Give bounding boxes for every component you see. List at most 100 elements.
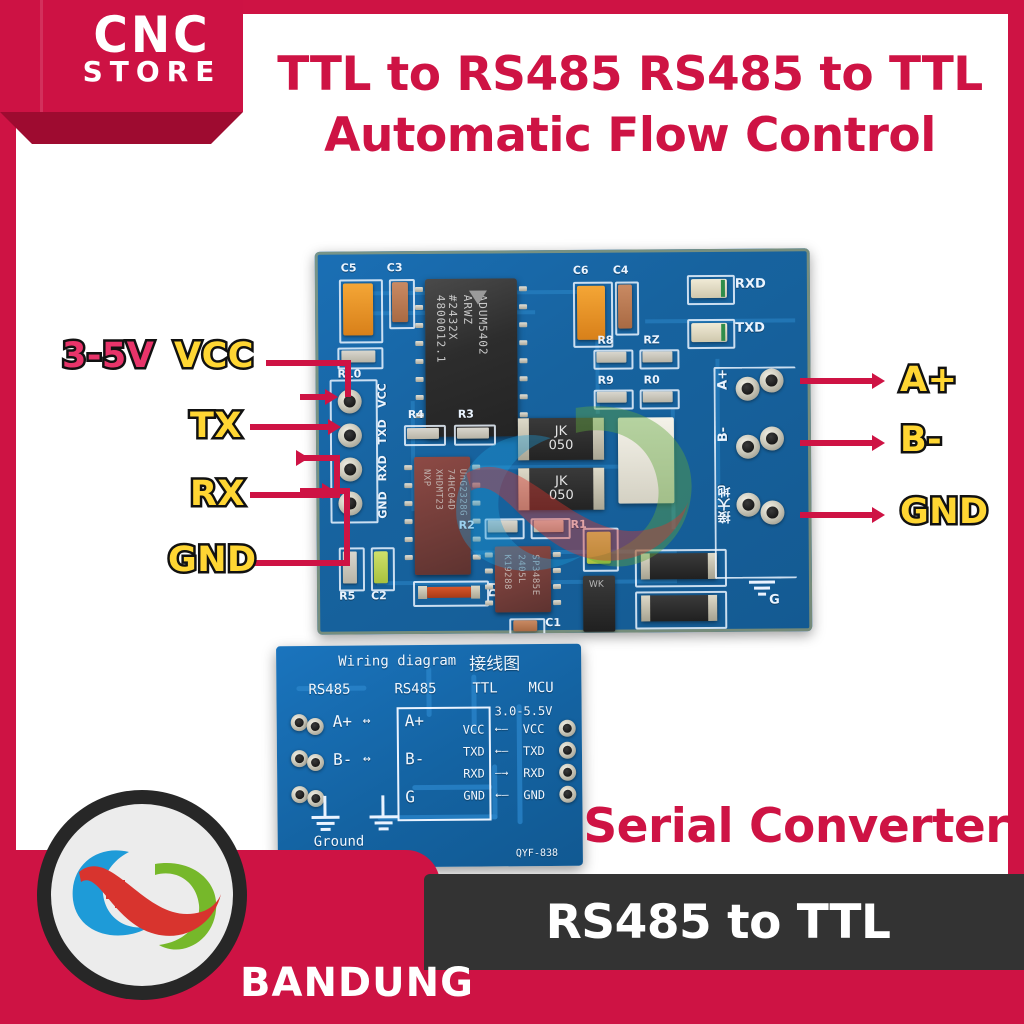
store-city-label: BANDUNG (240, 960, 474, 1006)
silk-r5: R5 (339, 589, 356, 603)
transil-wk-mid (640, 552, 717, 580)
headline-line-1: TTL to RS485 RS485 to TTL (277, 47, 983, 102)
store-logo: CNC STORE (72, 6, 232, 85)
ic-marking-line-4: 4800012.1 (433, 294, 448, 364)
frame-right-border (1008, 0, 1024, 1024)
callout-gnd-right: GND (898, 490, 991, 535)
led-rxd (690, 278, 728, 299)
wd-left-a-plus: A+ (332, 711, 353, 731)
wd-mcu-txd: TXD (522, 743, 545, 759)
silk-rz: RZ (643, 333, 660, 347)
transil-wk-bottom (641, 594, 718, 622)
silk-r4: R4 (407, 407, 424, 422)
store-banner (0, 0, 243, 112)
pad-b-minus (759, 426, 785, 451)
transceiver-line-2: 2405L (515, 554, 526, 584)
silk-txd: TXD (375, 419, 390, 445)
silk-a-plus: A+ (715, 368, 731, 390)
callout-voltage-3-5v: 3-5V (59, 334, 156, 379)
product-headline: TTL to RS485 RS485 to TTL Automatic Flow… (250, 44, 1010, 166)
footer-caption: Serial Converter (583, 799, 1008, 854)
capacitor-c3 (391, 282, 409, 323)
silk-wk-left: WK (588, 579, 604, 590)
wd-col-rs485-box: RS485 (394, 680, 437, 698)
logic-ic-74hc04d: 74HC04D NXP XHDMT23 UnG2328G (414, 456, 471, 576)
fuse-jk050-bottom: JK 050 (518, 467, 605, 511)
logic-ic-line-4: UnG2328G (457, 468, 468, 517)
pad-rxd (338, 457, 363, 482)
headline-line-2: Automatic Flow Control (324, 108, 936, 164)
callout-b-minus: B- (897, 418, 944, 463)
footer-product-name: RS485 to TTL (545, 894, 891, 950)
capacitor-c5 (342, 283, 374, 336)
silk-vcc: VCC (375, 383, 389, 408)
capacitor-c6 (576, 285, 606, 340)
led-txd (691, 322, 728, 343)
brand-logo (37, 790, 247, 1000)
banner-fold-shadow (0, 112, 243, 144)
frame-top-border (0, 0, 1024, 14)
fuse-bottom-line-1: JK (555, 473, 568, 490)
silk-led-txd: TXD (735, 320, 765, 336)
silk-r8: R8 (597, 333, 614, 347)
callout-rx: RX (188, 472, 247, 517)
main-pcb-board: C5 C3 R10 #2432X ARWZ ADUM5402 4800012.1… (314, 248, 813, 635)
diode-d1 (427, 586, 472, 598)
brand-logo-mark (72, 850, 221, 950)
silk-c4: C4 (612, 263, 629, 277)
silk-r9: R9 (597, 373, 614, 387)
wd-col-rs485-left: RS485 (308, 681, 351, 699)
transceiver-line-1: SP3485E (529, 554, 541, 596)
silk-rxd: RXD (376, 455, 390, 482)
store-logo-line-1: CNC (93, 6, 211, 65)
fuse-bottom-line-2: 050 (548, 487, 574, 504)
wd-ttl-rxd: RXD (463, 766, 485, 781)
callout-a-plus: A+ (897, 358, 959, 403)
wd-ttl-vcc: VCC (462, 722, 485, 737)
brand-logo-inner (51, 804, 233, 986)
fuse-top-line-2: 050 (548, 437, 574, 454)
bottom-dark-bar (424, 874, 1024, 970)
wd-ttl-txd: TXD (462, 744, 485, 759)
fuse-top-line-1: JK (554, 423, 568, 440)
wd-mcu-vcc: VCC (522, 721, 545, 737)
frame-left-border (0, 0, 16, 1024)
silk-c5: C5 (340, 261, 357, 275)
pad-gnd (338, 491, 363, 516)
wd-mcu-rxd: RXD (523, 765, 545, 781)
wd-title-cn: 接线图 (469, 654, 521, 675)
wd-title-en: Wiring diagram (338, 652, 457, 670)
logic-ic-line-3: XHDMT23 (433, 468, 444, 511)
silk-earth: 接大地 (718, 484, 734, 524)
silk-b-minus: B- (715, 426, 732, 443)
callout-vcc: VCC (172, 334, 256, 379)
transil-wk-left: WK (582, 575, 616, 632)
pad-earth-gnd (760, 500, 785, 525)
silk-r0: R0 (643, 373, 660, 387)
banner-seam (40, 0, 43, 112)
fuse-jk050-top: JK 050 (517, 417, 605, 461)
wd-mcu-voltage: 3.0-5.5V (494, 703, 553, 719)
wd-col-mcu: MCU (528, 679, 554, 697)
callout-tx: TX (188, 404, 244, 449)
wd-col-ttl: TTL (472, 680, 498, 697)
wd-left-b-minus: B- (332, 749, 353, 769)
silk-c1: C1 (545, 616, 562, 630)
silk-c6: C6 (572, 263, 589, 277)
capacitor-c4 (617, 284, 633, 329)
silk-led-rxd: RXD (734, 276, 766, 292)
pad-txd (337, 423, 363, 448)
pad-a-plus (759, 368, 784, 393)
logic-ic-line-2: NXP (421, 468, 432, 487)
silk-gnd: GND (376, 491, 390, 519)
silk-c2: C2 (371, 589, 387, 603)
silk-g: G (769, 592, 780, 608)
wd-box-a-plus: A+ (404, 711, 425, 731)
transceiver-line-3: K19288 (501, 554, 513, 590)
logic-ic-line-1: 74HC04D (445, 468, 456, 511)
callout-gnd-left: GND (166, 538, 259, 583)
transformer-block (617, 417, 675, 504)
silk-r3: R3 (457, 407, 474, 421)
wd-box-b-minus: B- (404, 749, 425, 769)
